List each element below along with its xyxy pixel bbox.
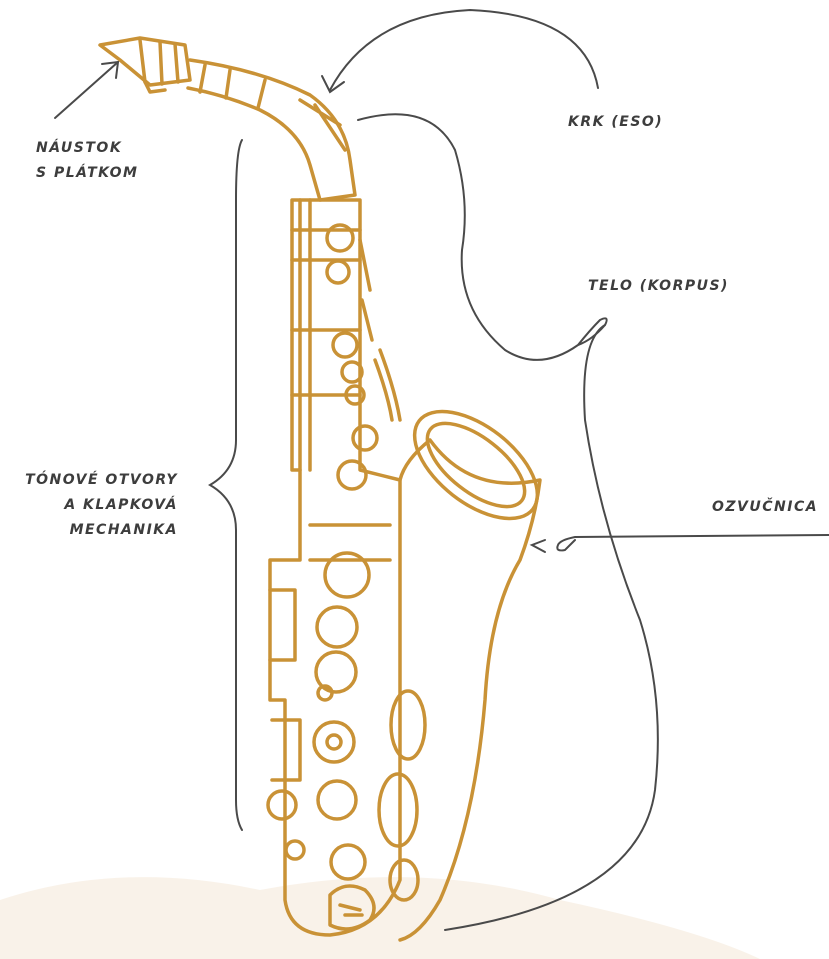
neck-label: KRK (ESO): [568, 110, 663, 135]
bell-arrow: [557, 535, 829, 550]
mouthpiece-label: NÁUSTOK S PLÁTKOM: [36, 136, 138, 186]
keys-label-line-3: MECHANIKA: [25, 518, 178, 543]
background-blob: [0, 877, 760, 959]
bell-label-text: OZVUČNICA: [712, 495, 818, 520]
neck-arrow: [330, 10, 598, 90]
bell-shape: [400, 440, 540, 940]
keys-label-line-1: TÓNOVÉ OTVORY: [25, 468, 178, 493]
bell-label: OZVUČNICA: [712, 495, 818, 520]
mouthpiece-label-line-1: NÁUSTOK: [36, 136, 138, 161]
neck-label-text: KRK (ESO): [568, 110, 663, 135]
bell-arrowhead: [532, 540, 545, 552]
body-label-text: TELO (KORPUS): [588, 274, 729, 299]
body-label: TELO (KORPUS): [588, 274, 729, 299]
keys-brace: [210, 140, 242, 830]
keys-label: TÓNOVÉ OTVORY A KLAPKOVÁ MECHANIKA: [25, 468, 178, 543]
keys-label-line-2: A KLAPKOVÁ: [25, 493, 178, 518]
body-leader: [358, 114, 607, 360]
body-outline-curve: [445, 325, 658, 930]
mouthpiece-label-line-2: S PLÁTKOM: [36, 161, 138, 186]
mouthpiece-arrow: [55, 62, 118, 118]
